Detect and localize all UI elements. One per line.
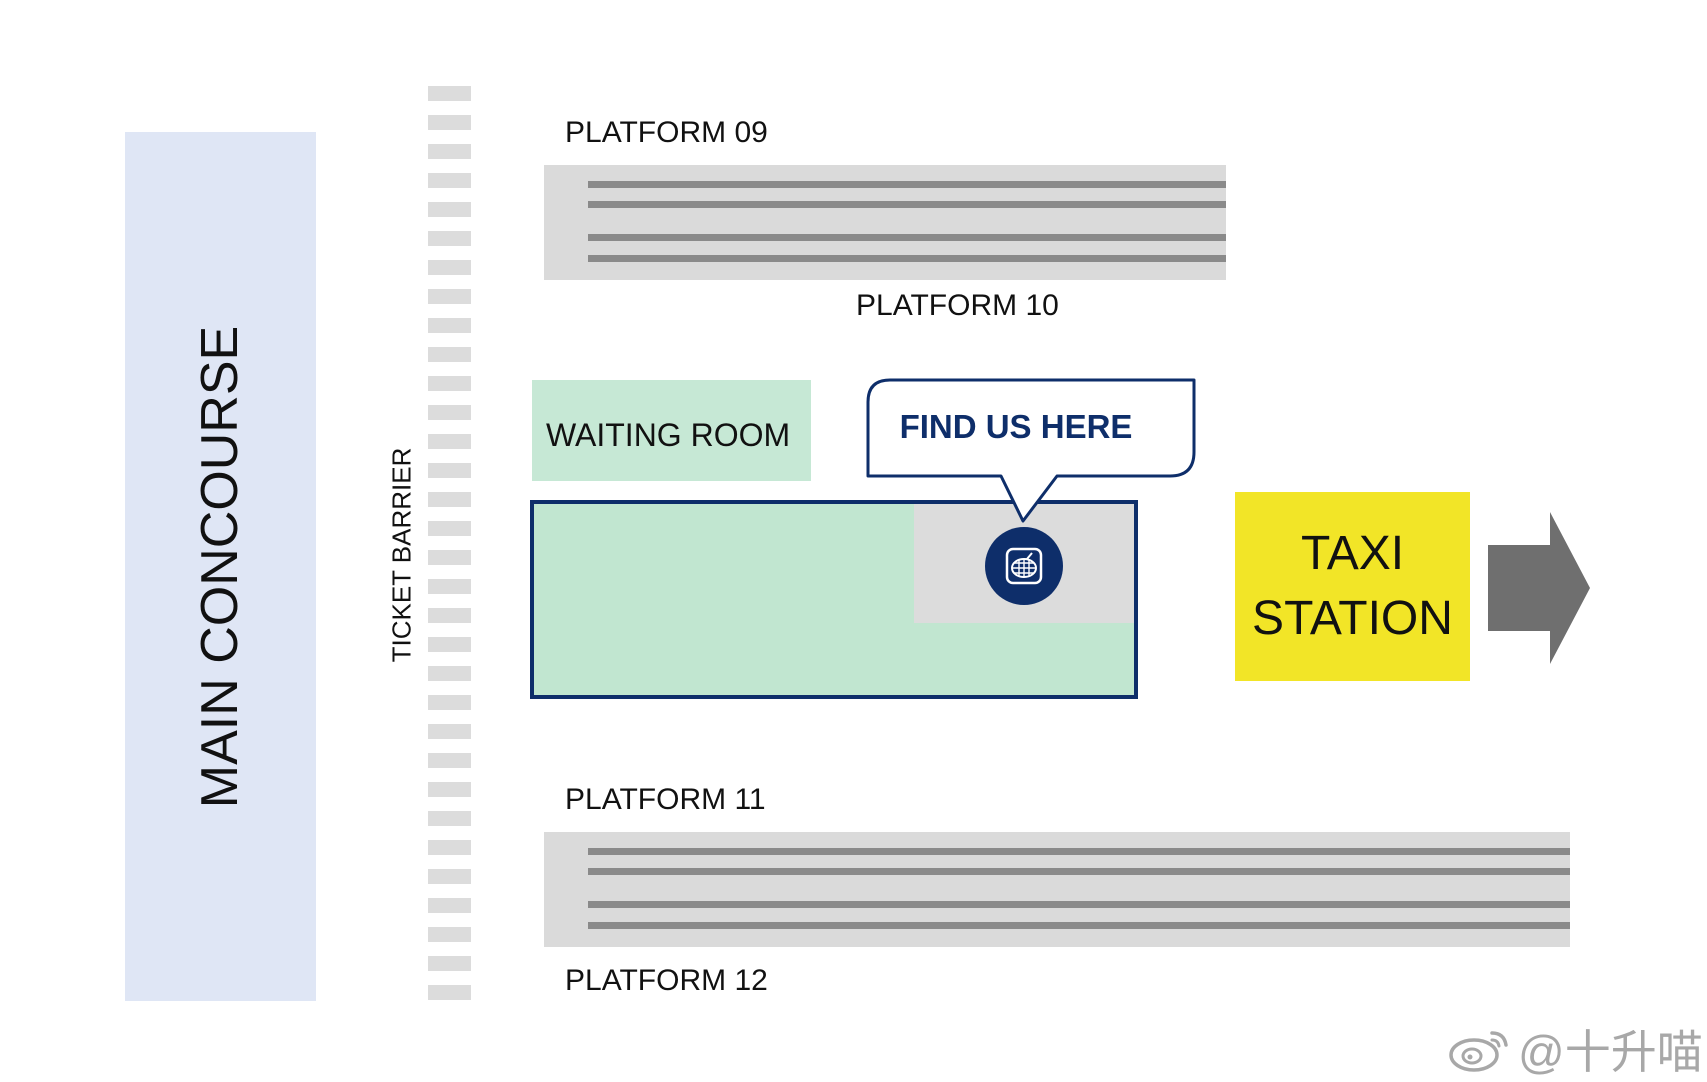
barrier-segment: [428, 898, 471, 913]
barrier-segment: [428, 927, 471, 942]
barrier-segment: [428, 608, 471, 623]
barrier-segment: [428, 666, 471, 681]
barrier-segment: [428, 144, 471, 159]
main-concourse-label: MAIN CONCOURSE: [191, 325, 249, 809]
barrier-segment: [428, 376, 471, 391]
rail: [588, 848, 1570, 855]
taxi-station-line1: TAXI: [1300, 526, 1405, 580]
barrier-segment: [428, 811, 471, 826]
barrier-segment: [428, 231, 471, 246]
barrier-segment: [428, 318, 471, 333]
barrier-segment: [428, 840, 471, 855]
find-us-here-label: FIND US HERE: [899, 408, 1133, 445]
barrier-segment: [428, 173, 471, 188]
barrier-segment: [428, 289, 471, 304]
barrier-segment: [428, 956, 471, 971]
barrier-segment: [428, 521, 471, 536]
barrier-segment: [428, 724, 471, 739]
arrow-right-icon: [1488, 512, 1590, 664]
barrier-segment: [428, 86, 471, 101]
waiting-room-area: [532, 380, 811, 481]
barrier-segment: [428, 463, 471, 478]
barrier-segment: [428, 202, 471, 217]
platform-10-label: PLATFORM 10: [856, 289, 1059, 322]
track-bed-upper: [544, 165, 1226, 280]
taxi-station: TAXI STATION: [1235, 492, 1470, 681]
find-us-callout: [866, 378, 1196, 523]
platform-11-label: PLATFORM 11: [565, 783, 766, 816]
rail: [588, 922, 1570, 929]
barrier-segment: [428, 405, 471, 420]
main-concourse-area: [125, 132, 316, 1001]
barrier-segment: [428, 550, 471, 565]
platform-12-label: PLATFORM 12: [565, 964, 768, 997]
rail: [588, 255, 1226, 262]
barrier-segment: [428, 579, 471, 594]
location-marker[interactable]: [985, 527, 1063, 605]
waiting-room-label: WAITING ROOM: [546, 417, 791, 453]
barrier-segment: [428, 782, 471, 797]
barrier-segment: [428, 347, 471, 362]
rail: [588, 901, 1570, 908]
barrier-segment: [428, 695, 471, 710]
rail: [588, 868, 1570, 875]
pin-icon: [1005, 547, 1043, 585]
watermark-text: @十升喵: [1518, 1026, 1703, 1078]
weibo-logo-icon: [1449, 1031, 1508, 1072]
watermark: @十升喵: [1448, 1016, 1703, 1082]
platform-09-label: PLATFORM 09: [565, 116, 768, 149]
ticket-barrier-label: TICKET BARRIER: [386, 447, 417, 663]
barrier-segment: [428, 492, 471, 507]
rail: [588, 234, 1226, 241]
barrier-segment: [428, 869, 471, 884]
barrier-segment: [428, 434, 471, 449]
track-bed-lower: [544, 832, 1570, 947]
rail: [588, 201, 1226, 208]
barrier-segment: [428, 753, 471, 768]
barrier-segment: [428, 985, 471, 1000]
barrier-segment: [428, 115, 471, 130]
barrier-segment: [428, 637, 471, 652]
barrier-segment: [428, 260, 471, 275]
taxi-station-line2: STATION: [1252, 591, 1453, 645]
ticket-barrier: [428, 86, 471, 1001]
rail: [588, 181, 1226, 188]
